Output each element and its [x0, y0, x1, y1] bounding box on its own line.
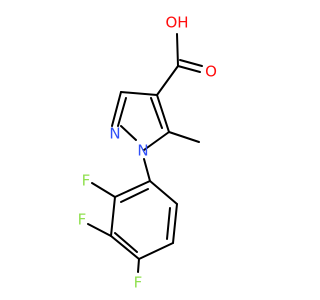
bond-carboxyl-oh	[176, 33, 179, 67]
atom-f3-label: F	[134, 274, 143, 292]
bond-ar-c4-c3-inner	[114, 232, 138, 253]
atom-oh-label: OH	[165, 14, 188, 32]
molecule-diagram: OH O N N F F F	[78, 14, 217, 292]
atom-o-label: O	[205, 63, 217, 81]
structure-canvas: OH O N N F F F	[77, 13, 217, 292]
atom-f1-label: F	[82, 172, 91, 190]
atom-f2-label: F	[78, 211, 87, 229]
bond-carboxyl-o-double	[179, 59, 203, 67]
bond-ar-c3-c2	[110, 196, 116, 237]
bond-ar-f2	[87, 223, 112, 237]
bond-ar-c6-c5	[172, 203, 178, 244]
bond-n1-phenyl	[143, 158, 151, 182]
bond-ar-c5-c4	[138, 242, 174, 260]
bond-n2-n1	[120, 125, 137, 141]
bond-ar-f3	[137, 258, 140, 273]
bond-ar-f1	[91, 182, 116, 198]
bond-ar-c1-c6	[149, 180, 178, 205]
bond-ar-c4-c3	[110, 235, 140, 260]
bond-carboxyl-o	[177, 65, 201, 73]
bond-ar-c2-c1	[114, 180, 151, 198]
bond-n1-c5	[143, 131, 170, 151]
bond-c3-n2	[111, 91, 122, 127]
bond-c4-carboxyl	[156, 65, 179, 96]
bond-ar-c2-c1-inner	[120, 188, 149, 203]
bond-c5-c4	[156, 94, 170, 133]
bond-ar-c6-c5-inner	[166, 207, 171, 240]
atom-n2-label: N	[109, 125, 120, 143]
bond-c4-c3	[120, 91, 158, 96]
bond-c5-c4-inner	[150, 97, 163, 129]
bond-c3-n2-inner	[117, 97, 127, 127]
bond-c5-methyl	[168, 131, 200, 143]
atom-n1-label: N	[137, 142, 148, 160]
